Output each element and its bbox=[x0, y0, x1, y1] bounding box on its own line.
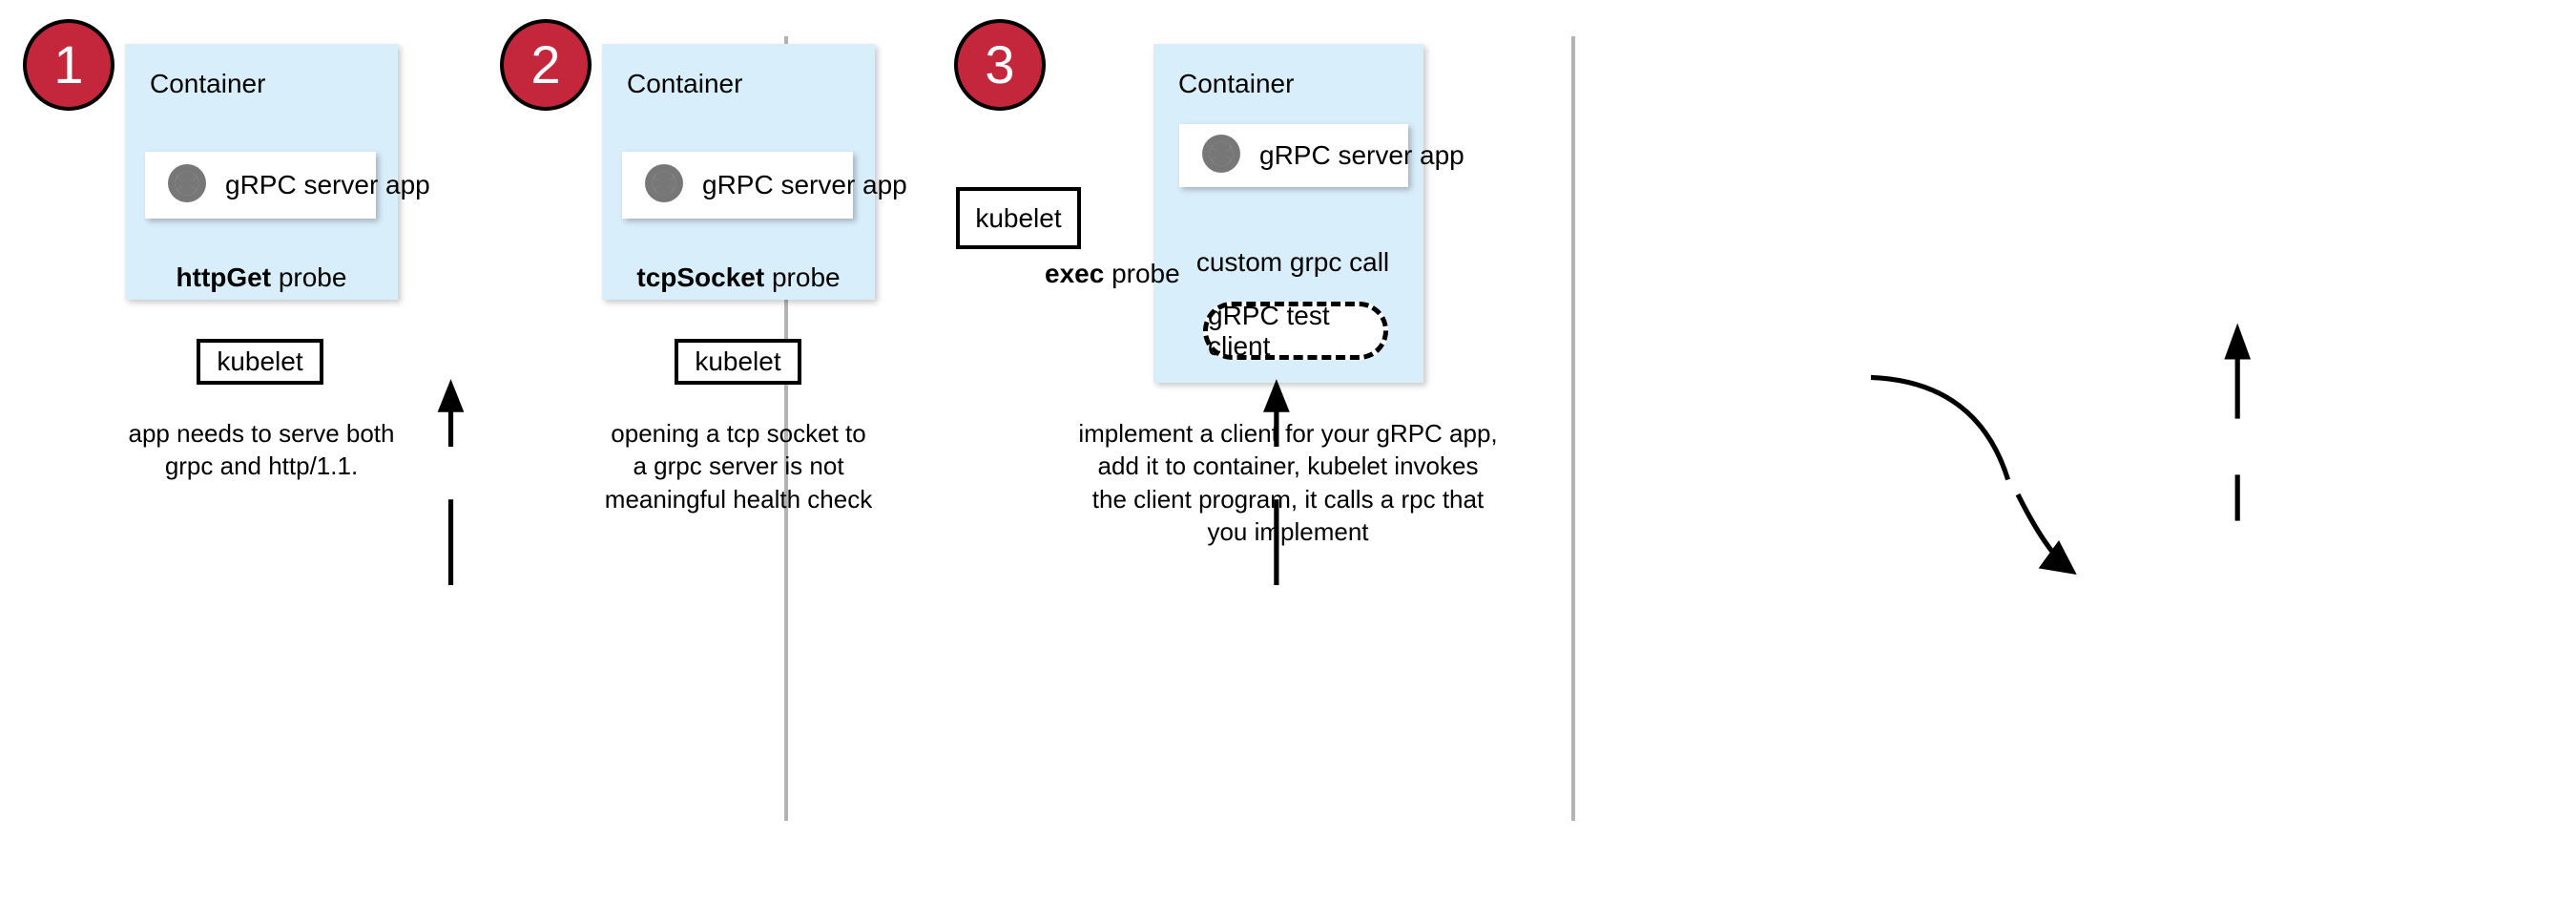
panel-caption-1: app needs to serve both grpc and http/1.… bbox=[128, 419, 395, 481]
panel-caption-3: implement a client for your gRPC app, ad… bbox=[1078, 419, 1498, 546]
kubelet-box-2: kubelet bbox=[675, 339, 801, 385]
grpc-server-app-label-1: gRPC server app bbox=[225, 170, 430, 199]
exec-probe-label: exec probe bbox=[1045, 259, 1236, 289]
probe-label-1: httpGet probe bbox=[125, 262, 398, 293]
panel-caption-2: opening a tcp socket to a grpc server is… bbox=[604, 419, 873, 514]
probe-label-1-rest: probe bbox=[271, 262, 347, 292]
grpc-server-app-card-3: gRPC server app bbox=[1179, 124, 1465, 187]
probe-label-1-bold: httpGet bbox=[176, 262, 272, 292]
grpc-server-app-label-3: gRPC server app bbox=[1259, 140, 1465, 170]
panel-divider-1 bbox=[784, 36, 788, 821]
probe-label-2: tcpSocket probe bbox=[602, 262, 875, 293]
probe-label-2-rest: probe bbox=[764, 262, 841, 292]
aperture-icon bbox=[166, 162, 208, 209]
kubelet-box-3: kubelet bbox=[956, 187, 1081, 249]
container-label-1: Container bbox=[150, 69, 266, 98]
grpc-test-client-pill: gRPC test client bbox=[1203, 301, 1388, 361]
container-label-2: Container bbox=[627, 69, 743, 98]
exec-probe-label-rest: probe bbox=[1104, 259, 1180, 288]
connector-custom-grpc-call-arrow bbox=[2224, 323, 2252, 521]
exec-probe-label-bold: exec bbox=[1045, 259, 1105, 288]
probe-label-2-bold: tcpSocket bbox=[636, 262, 765, 292]
grpc-server-app-card-1: gRPC server app bbox=[145, 152, 430, 219]
grpc-server-app-label-2: gRPC server app bbox=[702, 170, 907, 199]
custom-grpc-call-label: custom grpc call bbox=[1195, 247, 1390, 277]
connector-exec-curve bbox=[1870, 374, 2077, 576]
grpc-server-app-card-2: gRPC server app bbox=[622, 152, 907, 219]
container-label-3: Container bbox=[1178, 69, 1295, 98]
step-badge-2: 2 bbox=[500, 19, 592, 111]
connector-httpget-arrow bbox=[437, 379, 465, 586]
aperture-icon bbox=[1200, 133, 1242, 179]
step-badge-1: 1 bbox=[23, 19, 114, 111]
kubelet-box-1: kubelet bbox=[197, 339, 323, 385]
panel-divider-2 bbox=[1571, 36, 1575, 821]
step-badge-3: 3 bbox=[954, 19, 1046, 111]
aperture-icon bbox=[643, 162, 685, 209]
